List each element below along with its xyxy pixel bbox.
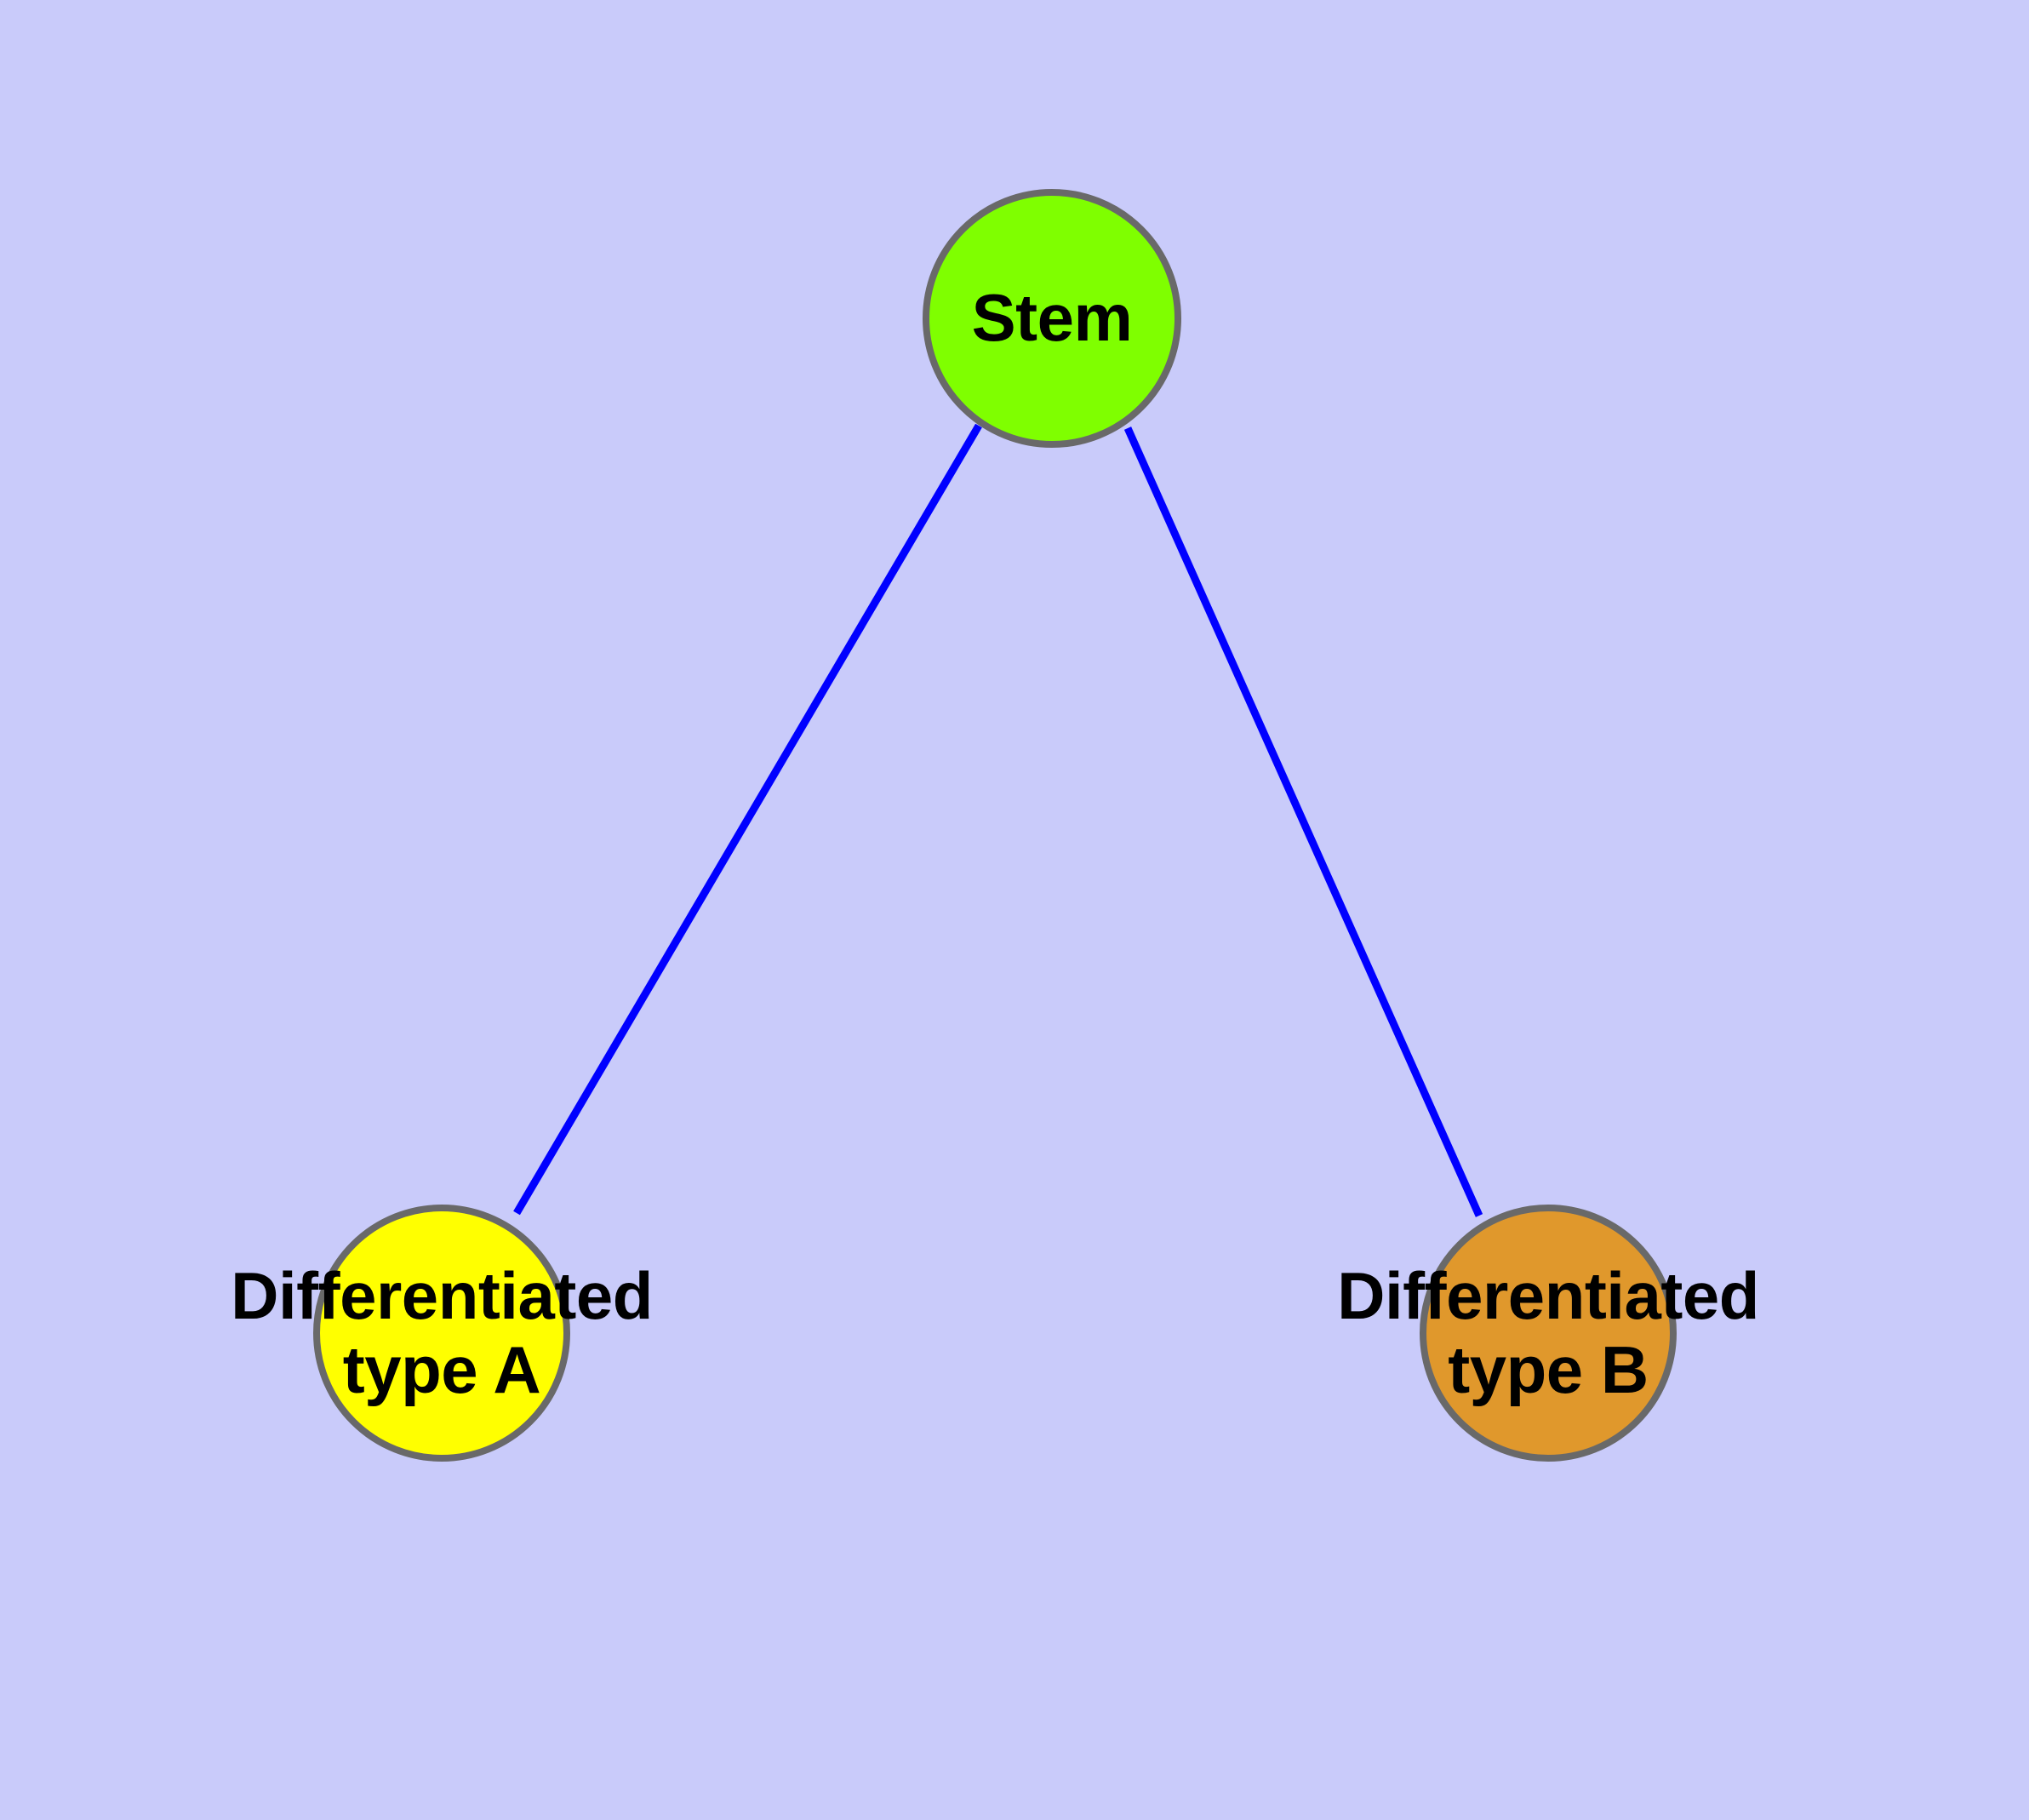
node-label-line: type A <box>342 1332 541 1407</box>
node-stem[interactable] <box>923 189 1181 448</box>
node-label-line: Differentiated <box>1337 1257 1759 1333</box>
node-label-line: Stem <box>971 280 1133 356</box>
node-diff-b[interactable] <box>1420 1205 1677 1462</box>
node-label-line: type B <box>1448 1332 1649 1407</box>
node-label-line: Differentiated <box>231 1257 653 1333</box>
edge-stem-to-diff-b <box>1123 426 1483 1217</box>
node-label-stem: Stem <box>37 280 2029 356</box>
edge-stem-to-diff-a <box>513 423 982 1216</box>
node-diff-a[interactable] <box>313 1205 570 1462</box>
